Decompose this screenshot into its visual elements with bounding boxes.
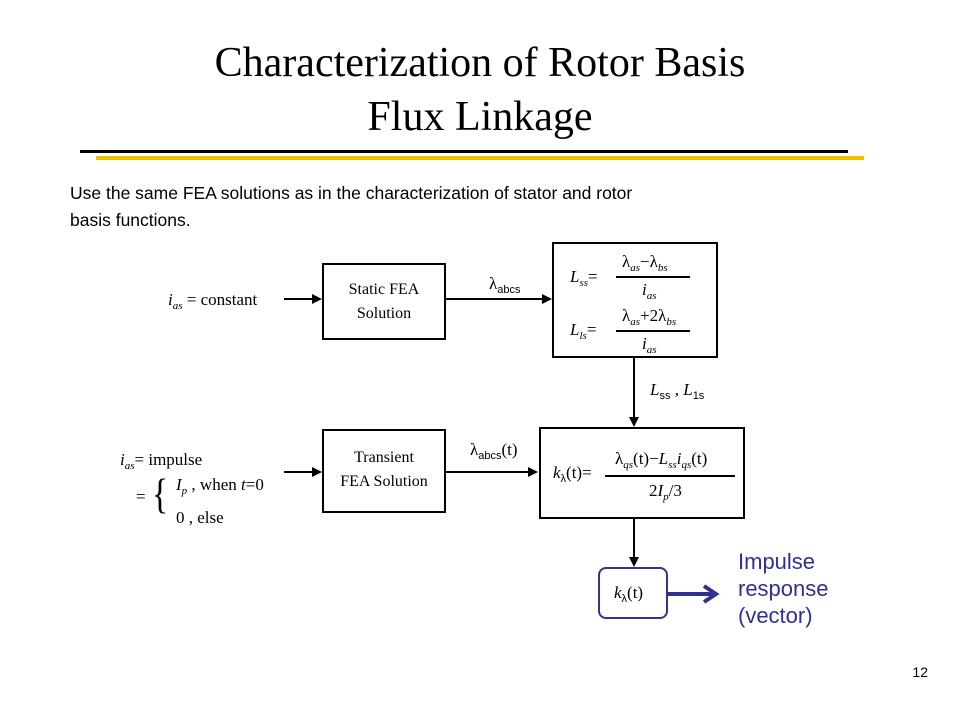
- piecewise-brace: {: [152, 472, 169, 518]
- equals-sign: =: [136, 487, 146, 506]
- arrowhead-inductance-down: [629, 417, 639, 427]
- inductance-output-label: Lss , L1s: [650, 380, 705, 402]
- lls-denominator: ias: [642, 334, 657, 356]
- title-line-1: Characterization of Rotor Basis: [214, 40, 746, 86]
- slide-title: Characterization of Rotor Basis Flux Lin…: [0, 36, 960, 144]
- impulse-response-label: Impulse response (vector): [738, 548, 829, 629]
- piecewise-case-2: 0 , else: [176, 508, 224, 527]
- static-fea-line-1: Static FEA: [348, 281, 420, 298]
- k-eq-fraction-bar: [605, 475, 735, 477]
- k-eq-denominator: 2Ip/3: [649, 481, 682, 503]
- page-number: 12: [912, 664, 928, 680]
- transient-fea-line-2: FEA Solution: [340, 473, 428, 490]
- arrow-to-output: [633, 519, 635, 559]
- output-arrow-icon: [668, 584, 720, 604]
- title-underline-yellow: [96, 156, 864, 160]
- arrow-static-output: [446, 298, 544, 300]
- static-fea-block: Static FEA Solution: [322, 263, 446, 340]
- arrowhead-static-input: [312, 294, 322, 304]
- static-input-label: ias = constant: [168, 290, 258, 312]
- transient-fea-block: Transient FEA Solution: [322, 429, 446, 513]
- intro-line-2: basis functions.: [70, 210, 191, 230]
- static-fea-line-2: Solution: [356, 305, 412, 322]
- transient-output-label: λabcs(t): [470, 440, 518, 462]
- lss-denominator: ias: [642, 280, 657, 302]
- arrowhead-transient-input: [312, 467, 322, 477]
- arrow-static-input: [284, 298, 314, 300]
- lls-numerator: λas+2λbs: [622, 306, 677, 328]
- arrow-transient-input: [284, 471, 314, 473]
- lss-numerator: λas−λbs: [622, 252, 668, 274]
- impulse-response-output-block: kλ(t): [598, 567, 668, 619]
- transient-fea-line-1: Transient: [354, 449, 414, 466]
- lls-fraction-bar: [616, 330, 690, 332]
- arrow-inductance-down: [633, 358, 635, 418]
- lss-lhs: Lss=: [570, 267, 598, 289]
- impulse-label-line-1: Impulse: [738, 549, 816, 574]
- impulse-response-equation-block: kλ(t)= λqs(t)−Lssiqs(t) 2Ip/3: [539, 427, 745, 519]
- static-output-label: λabcs: [489, 274, 521, 296]
- k-eq-lhs: kλ(t)=: [553, 463, 592, 485]
- lss-fraction-bar: [616, 276, 690, 278]
- title-line-2: Flux Linkage: [367, 94, 593, 140]
- arrowhead-transient-output: [528, 467, 538, 477]
- intro-text: Use the same FEA solutions as in the cha…: [70, 180, 870, 234]
- intro-line-1: Use the same FEA solutions as in the cha…: [70, 183, 633, 203]
- inductance-equations-block: Lss= λas−λbs ias Lls= λas+2λbs ias: [552, 242, 718, 358]
- impulse-label-line-2: response: [738, 576, 829, 601]
- k-eq-numerator: λqs(t)−Lssiqs(t): [615, 449, 708, 471]
- piecewise-case-1: Ip , when t=0: [176, 475, 264, 497]
- output-block-label: kλ(t): [614, 583, 644, 605]
- arrowhead-static-output: [542, 294, 552, 304]
- transient-input-label: ias= impulse: [120, 450, 203, 472]
- title-underline-black: [80, 150, 848, 153]
- lls-lhs: Lls=: [570, 320, 597, 342]
- impulse-label-line-3: (vector): [738, 603, 813, 628]
- arrowhead-to-output: [629, 557, 639, 567]
- arrow-transient-output: [446, 471, 530, 473]
